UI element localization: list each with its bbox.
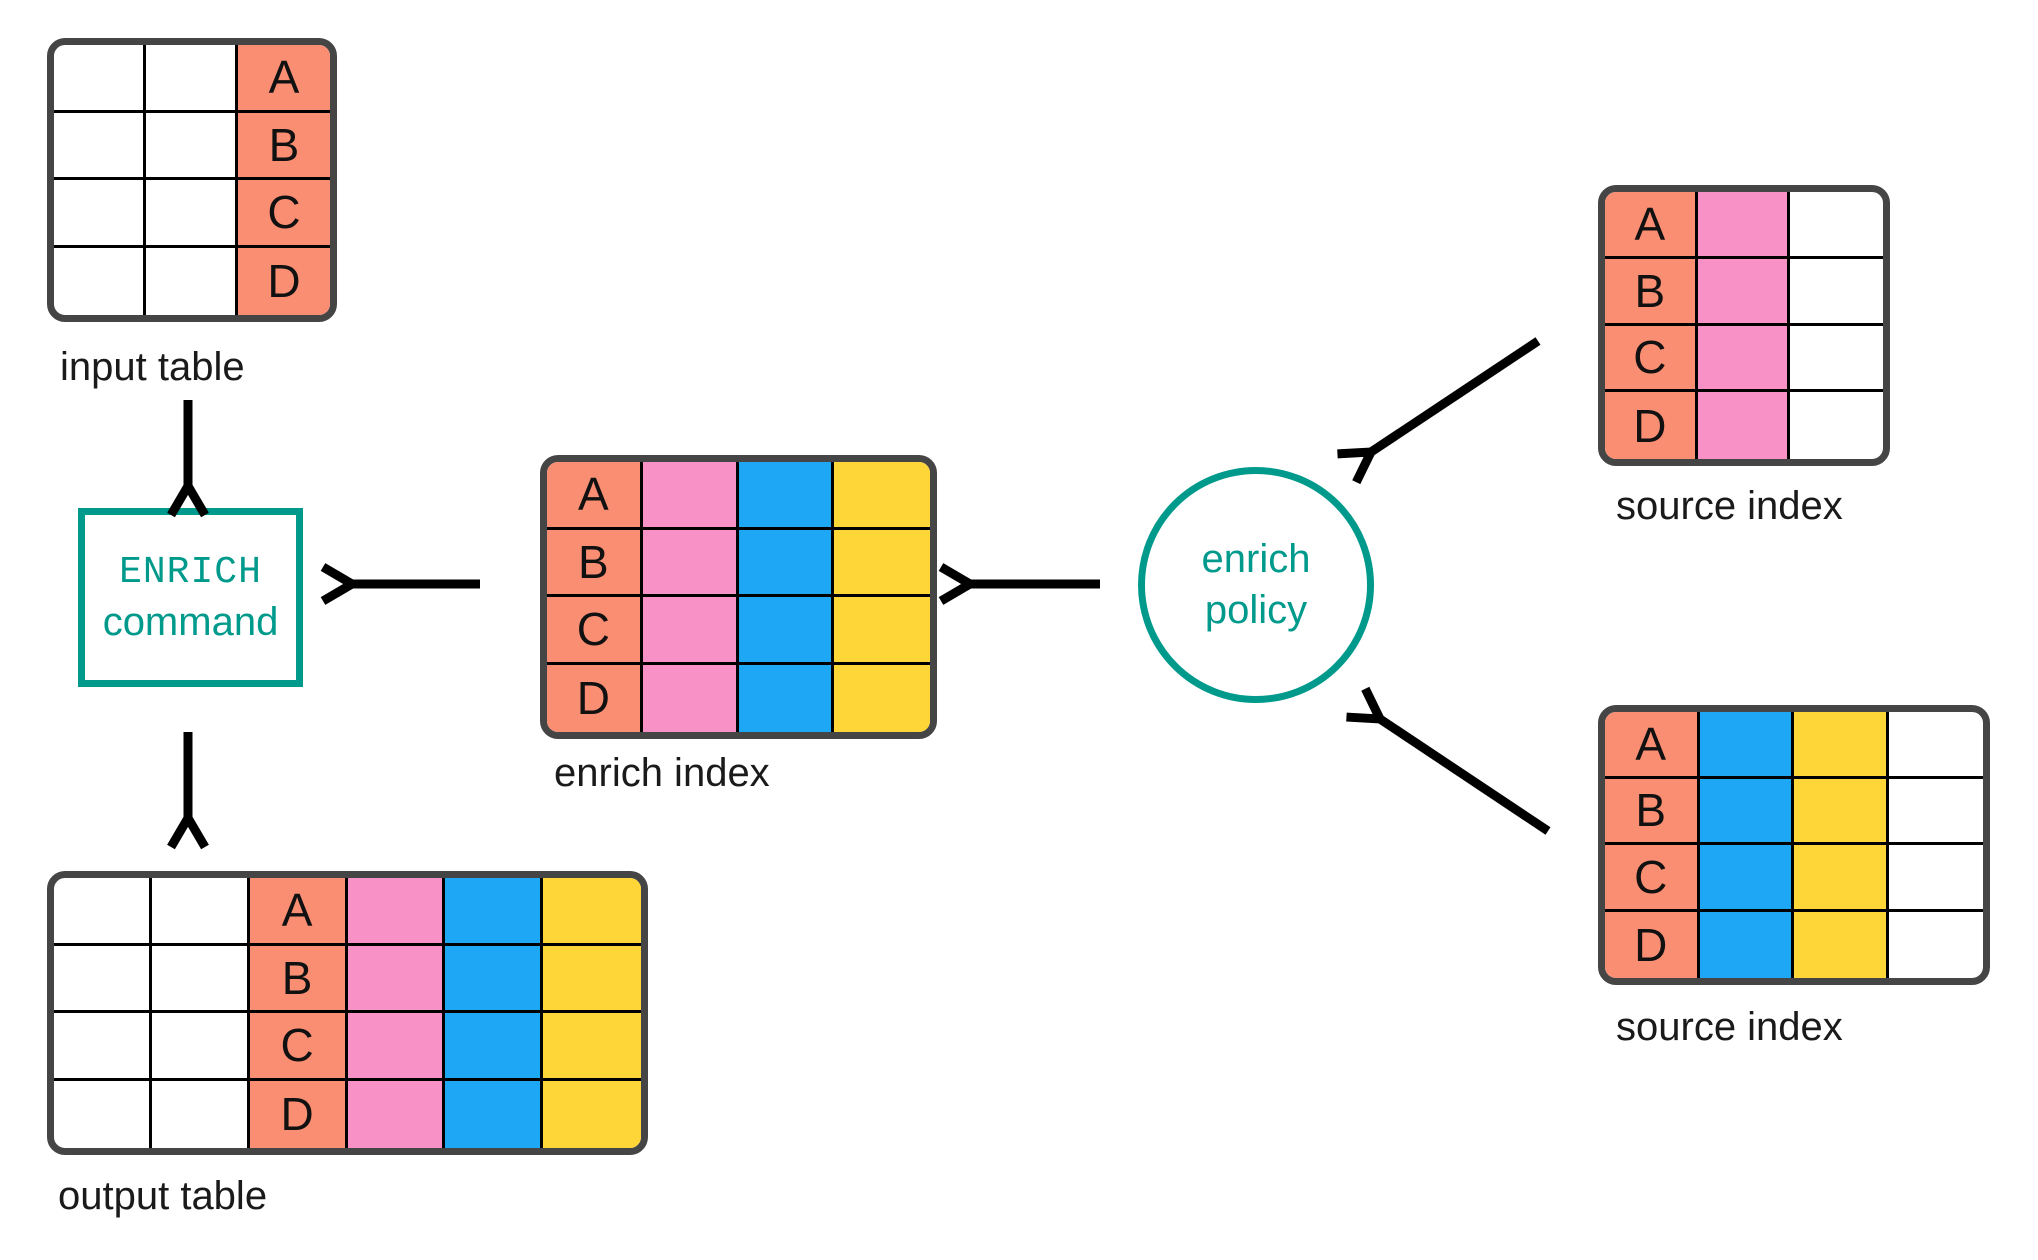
key-cell: B xyxy=(238,112,330,180)
enrich-command-title: ENRICH xyxy=(119,550,262,594)
table-cell xyxy=(54,180,146,248)
table-cell xyxy=(146,45,238,113)
key-cell: D xyxy=(238,247,330,315)
table-cell xyxy=(543,878,641,946)
key-cell: C xyxy=(1605,845,1700,912)
table-cell xyxy=(445,878,544,946)
key-cell: D xyxy=(249,1080,348,1148)
table-cell xyxy=(1888,845,1983,912)
table-cell xyxy=(54,1080,152,1148)
table-cell xyxy=(146,180,238,248)
table-cell xyxy=(738,664,835,732)
table-cell xyxy=(146,112,238,180)
table-cell xyxy=(834,664,930,732)
table-cell xyxy=(642,597,739,665)
table-cell xyxy=(738,462,835,530)
key-cell: C xyxy=(249,1013,348,1081)
table-cell xyxy=(445,945,544,1013)
key-cell: B xyxy=(249,945,348,1013)
table-cell xyxy=(54,878,152,946)
enrich-policy-line2: policy xyxy=(1204,588,1308,632)
key-cell: A xyxy=(1605,712,1700,779)
table-cell xyxy=(1794,778,1889,845)
arrow-source-top-to-policy xyxy=(1371,337,1541,452)
key-cell: B xyxy=(547,529,643,597)
table-cell xyxy=(1697,258,1791,326)
table-cell xyxy=(151,945,250,1013)
input-table-label: input table xyxy=(60,345,245,389)
enrich-command-box: ENRICH command xyxy=(78,508,303,687)
table-cell xyxy=(151,1013,250,1081)
source-index-label-bottom: source index xyxy=(1616,1005,1843,1049)
source-index-label-top: source index xyxy=(1616,484,1843,528)
enrich-policy-circle: enrich policy xyxy=(1138,467,1374,703)
table-cell xyxy=(1699,911,1794,978)
key-cell: A xyxy=(1605,192,1698,259)
table-cell xyxy=(347,1013,446,1081)
enrich-command-subtitle: command xyxy=(102,599,279,644)
table-cell xyxy=(543,945,641,1013)
table-cell xyxy=(54,45,146,113)
table-cell xyxy=(1794,911,1889,978)
table-cell xyxy=(54,247,146,315)
table-cell xyxy=(1697,392,1791,459)
key-cell: A xyxy=(238,45,330,113)
table-cell xyxy=(834,462,930,530)
key-cell: A xyxy=(547,462,643,530)
table-cell xyxy=(151,878,250,946)
table-cell xyxy=(642,529,739,597)
table-cell xyxy=(834,529,930,597)
table-cell xyxy=(1889,912,1984,979)
table-cell xyxy=(445,1080,544,1148)
table-cell xyxy=(1699,778,1794,845)
key-cell: A xyxy=(249,878,348,946)
enrich-policy-line1: enrich xyxy=(1201,536,1311,581)
table-cell xyxy=(642,664,739,732)
table-cell xyxy=(1794,845,1889,912)
table-cell xyxy=(1697,325,1791,393)
key-cell: D xyxy=(547,664,643,732)
enrich-index-label: enrich index xyxy=(554,751,770,795)
key-cell: D xyxy=(1605,911,1700,978)
key-cell: B xyxy=(1605,778,1700,845)
table-cell xyxy=(738,597,835,665)
table-cell xyxy=(1790,326,1883,393)
table-cell xyxy=(445,1013,544,1081)
key-cell: C xyxy=(238,180,330,248)
key-cell: B xyxy=(1605,258,1698,326)
table-cell xyxy=(1790,192,1883,259)
key-cell: C xyxy=(547,597,643,665)
table-cell xyxy=(1790,392,1883,459)
table-cell xyxy=(347,945,446,1013)
table-cell xyxy=(54,945,152,1013)
table-cell xyxy=(1699,845,1794,912)
table-cell xyxy=(1790,259,1883,326)
table-cell xyxy=(54,1013,152,1081)
table-cell xyxy=(1699,712,1794,779)
table-cell xyxy=(1888,712,1983,779)
table-cell xyxy=(1697,192,1791,259)
table-cell xyxy=(347,1080,446,1148)
table-cell xyxy=(1794,712,1889,779)
table-cell xyxy=(146,247,238,315)
table-cell xyxy=(738,529,835,597)
arrow-source-bottom-to-policy xyxy=(1380,719,1551,835)
key-cell: D xyxy=(1605,392,1698,459)
output-table-label: output table xyxy=(58,1174,268,1218)
key-cell: C xyxy=(1605,325,1698,393)
table-cell xyxy=(347,878,446,946)
table-cell xyxy=(543,1080,641,1148)
table-cell xyxy=(642,462,739,530)
table-cell xyxy=(1888,779,1983,845)
table-cell xyxy=(834,597,930,665)
table-cell xyxy=(54,112,146,180)
table-cell xyxy=(543,1013,641,1081)
table-cell xyxy=(152,1080,250,1148)
